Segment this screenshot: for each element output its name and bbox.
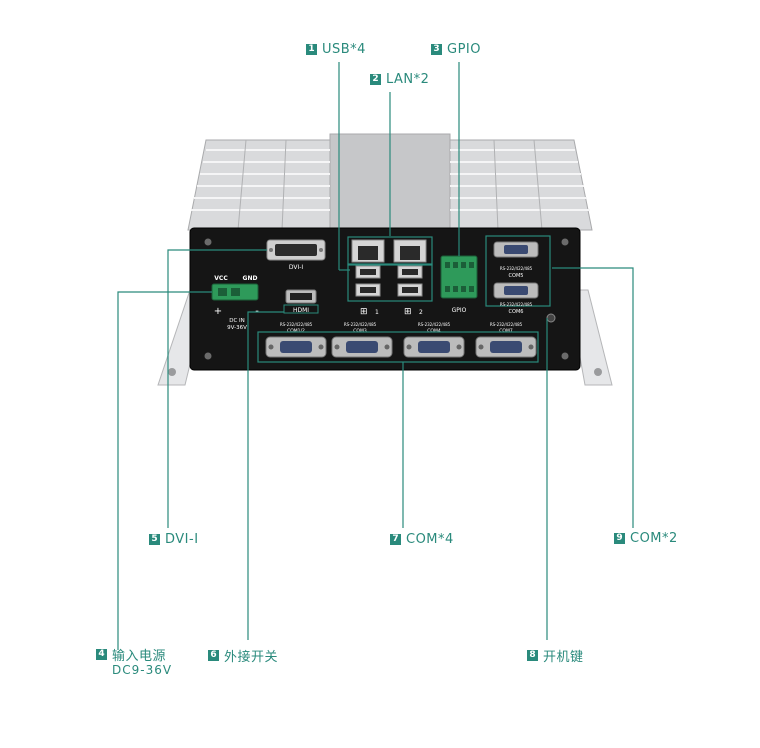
callout-external-switch: 6 外接开关 xyxy=(208,646,278,665)
com1-2-label: COM1/2 xyxy=(287,328,305,334)
dvi-label: DVI-I xyxy=(289,264,304,271)
com-spec-label: RS-232/422/485 xyxy=(418,322,451,327)
callout-label: 外接开关 xyxy=(224,650,279,665)
callout-number: 9 xyxy=(614,533,625,544)
callout-label: LAN*2 xyxy=(386,72,430,87)
com-spec-label: RS-232/422/485 xyxy=(280,322,313,327)
com-ports-bottom xyxy=(265,336,537,358)
callout-label: USB*4 xyxy=(322,42,366,57)
dc-in-label: DC IN xyxy=(229,318,245,324)
callout-number: 1 xyxy=(306,44,317,55)
com4-label: COM4 xyxy=(427,328,441,334)
voltage-label: 9V-36V xyxy=(227,325,247,331)
usb-ports xyxy=(355,265,423,297)
callout-power-button: 8 开机键 xyxy=(527,646,584,665)
com-ports-right xyxy=(493,241,539,299)
power-button xyxy=(546,313,556,323)
com-bottom-highlight xyxy=(257,331,539,363)
plus-label: + xyxy=(214,306,222,317)
hdmi-label: HDMI xyxy=(293,307,309,314)
com-spec-label: RS-232/422/485 xyxy=(500,302,533,307)
gpio-label: GPIO xyxy=(452,307,467,314)
com5-label: COM5 xyxy=(509,273,524,279)
network-icon: ⊞ xyxy=(404,307,412,317)
io-panel xyxy=(189,227,581,371)
callout-number: 8 xyxy=(527,650,538,661)
gpio-terminal xyxy=(440,255,478,299)
dvi-port xyxy=(266,239,326,261)
com-spec-label: RS-232/422/485 xyxy=(490,322,523,327)
callout-number: 5 xyxy=(149,534,160,545)
callout-gpio: 3 GPIO xyxy=(431,42,481,57)
callout-power-input: 4 输入电源 xyxy=(96,645,166,664)
power-switch-highlight xyxy=(283,304,319,314)
callout-dvi: 5 DVI-I xyxy=(149,532,199,547)
network-icon: ⊞ xyxy=(360,307,368,317)
callout-power-voltage: DC9-36V xyxy=(112,663,173,677)
callout-label: COM*2 xyxy=(630,531,678,546)
callout-label: GPIO xyxy=(447,42,481,57)
lan-ports xyxy=(351,239,427,263)
com-right-highlight xyxy=(485,235,551,307)
callout-number: 7 xyxy=(390,534,401,545)
callout-label: COM*4 xyxy=(406,532,454,547)
leader-lines xyxy=(117,62,634,650)
com6-label: COM6 xyxy=(509,309,524,315)
callout-com-right: 9 COM*2 xyxy=(614,531,678,546)
callout-number: 4 xyxy=(96,649,107,660)
power-terminal xyxy=(211,283,259,301)
hdmi-port xyxy=(285,289,317,304)
lan1-label: 1 xyxy=(375,309,379,316)
usb-highlight xyxy=(347,263,433,302)
callout-number: 2 xyxy=(370,74,381,85)
com-spec-label: RS-232/422/485 xyxy=(344,322,377,327)
lan2-label: 2 xyxy=(419,309,423,316)
vcc-label: VCC xyxy=(214,275,228,282)
callout-label: 输入电源 xyxy=(112,649,167,664)
com3-label: COM3 xyxy=(353,328,367,334)
callout-label: DVI-I xyxy=(165,532,199,547)
lan-highlight xyxy=(347,236,433,266)
callout-number: 3 xyxy=(431,44,442,55)
callout-com-bottom: 7 COM*4 xyxy=(390,532,454,547)
callout-lan: 2 LAN*2 xyxy=(370,72,429,87)
callout-number: 6 xyxy=(208,650,219,661)
gnd-label: GND xyxy=(243,275,258,282)
panel-screws xyxy=(204,238,569,360)
com-spec-label: RS-232/422/485 xyxy=(500,266,533,271)
com7-label: COM7 xyxy=(499,328,513,334)
callout-usb: 1 USB*4 xyxy=(306,42,366,57)
callout-label: 开机键 xyxy=(543,650,584,665)
